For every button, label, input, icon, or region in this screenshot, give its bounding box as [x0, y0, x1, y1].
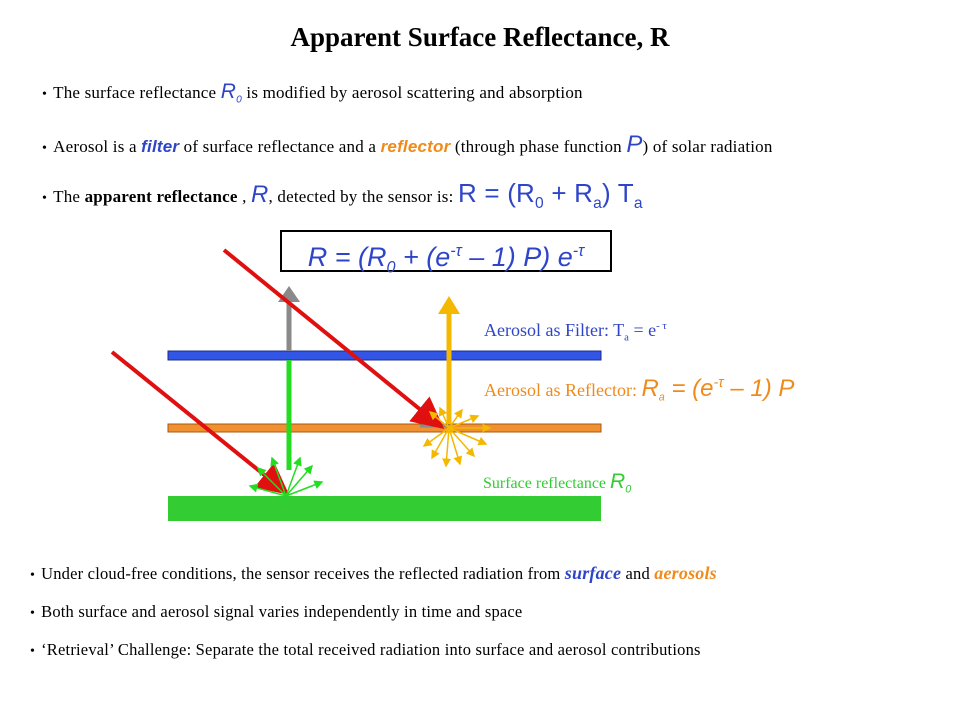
bullet-text: of surface reflectance and a — [179, 137, 381, 156]
surface-word: surface — [564, 563, 622, 583]
bullet-icon: • — [42, 87, 48, 102]
equation-inline: R = (R0 + Ra) Ta — [457, 178, 643, 213]
bullet-icon: • — [30, 606, 36, 621]
aerosol-reflector-layer — [167, 423, 602, 433]
label-aerosol-filter: Aerosol as Filter: Ta = e- τ — [484, 320, 667, 344]
symbol-p: P — [626, 131, 643, 158]
bullet-cloud-free: •Under cloud-free conditions, the sensor… — [30, 563, 717, 583]
bullet-aerosol-filter: • Aerosol is a filter of surface reflecta… — [42, 131, 773, 159]
bullet-icon: • — [30, 644, 36, 659]
bullet-independent-variation: •Both surface and aerosol signal varies … — [30, 602, 523, 621]
surface-layer — [168, 496, 601, 521]
bullet-surface-reflectance: • The surface reflectance R0 is modified … — [42, 80, 583, 105]
reflector-word: reflector — [380, 137, 451, 156]
bullet-text: (through phase function — [450, 137, 627, 156]
bullet-text: , detected by the sensor is: — [268, 187, 458, 206]
aerosols-word: aerosols — [654, 563, 717, 583]
bullet-text: Aerosol is a — [53, 137, 142, 156]
bullet-text: is modified by aerosol scattering and ab… — [241, 83, 583, 102]
filter-word: filter — [141, 137, 180, 156]
symbol-r: R — [220, 80, 237, 103]
bullet-text: The — [53, 187, 85, 206]
aerosol-reflected-arrowhead — [438, 296, 460, 314]
symbol-sub: 0 — [236, 94, 242, 106]
surface-scatter-fan — [248, 456, 324, 497]
bullet-text: , — [237, 187, 251, 206]
bullet-text: The surface reflectance — [53, 83, 221, 102]
main-equation-box: R = (R0 + (e-τ – 1) P) e-τ — [280, 230, 612, 276]
bold-term: apparent reflectance — [84, 187, 238, 206]
bullet-apparent-reflectance: • The apparent reflectance , R, detected … — [42, 178, 643, 213]
bullet-text: ) of solar radiation — [642, 137, 773, 156]
incoming-ray-2 — [222, 248, 445, 430]
transmitted-ray-arrowhead — [278, 286, 300, 302]
bullet-icon: • — [42, 141, 48, 156]
page-title: Apparent Surface Reflectance, R — [290, 22, 670, 52]
incoming-ray-1 — [110, 350, 290, 496]
bullet-icon: • — [42, 191, 48, 206]
bullet-retrieval-challenge: •‘Retrieval’ Challenge: Separate the tot… — [30, 640, 701, 659]
aerosol-filter-layer — [167, 350, 602, 361]
symbol-r: R — [250, 181, 269, 208]
label-surface-reflectance: Surface reflectance R0 — [483, 470, 632, 496]
bullet-icon: • — [30, 568, 36, 583]
aerosol-scatter-fan — [422, 406, 492, 468]
label-aerosol-reflector: Aerosol as Reflector: Ra = (e-τ – 1) P — [484, 375, 795, 404]
